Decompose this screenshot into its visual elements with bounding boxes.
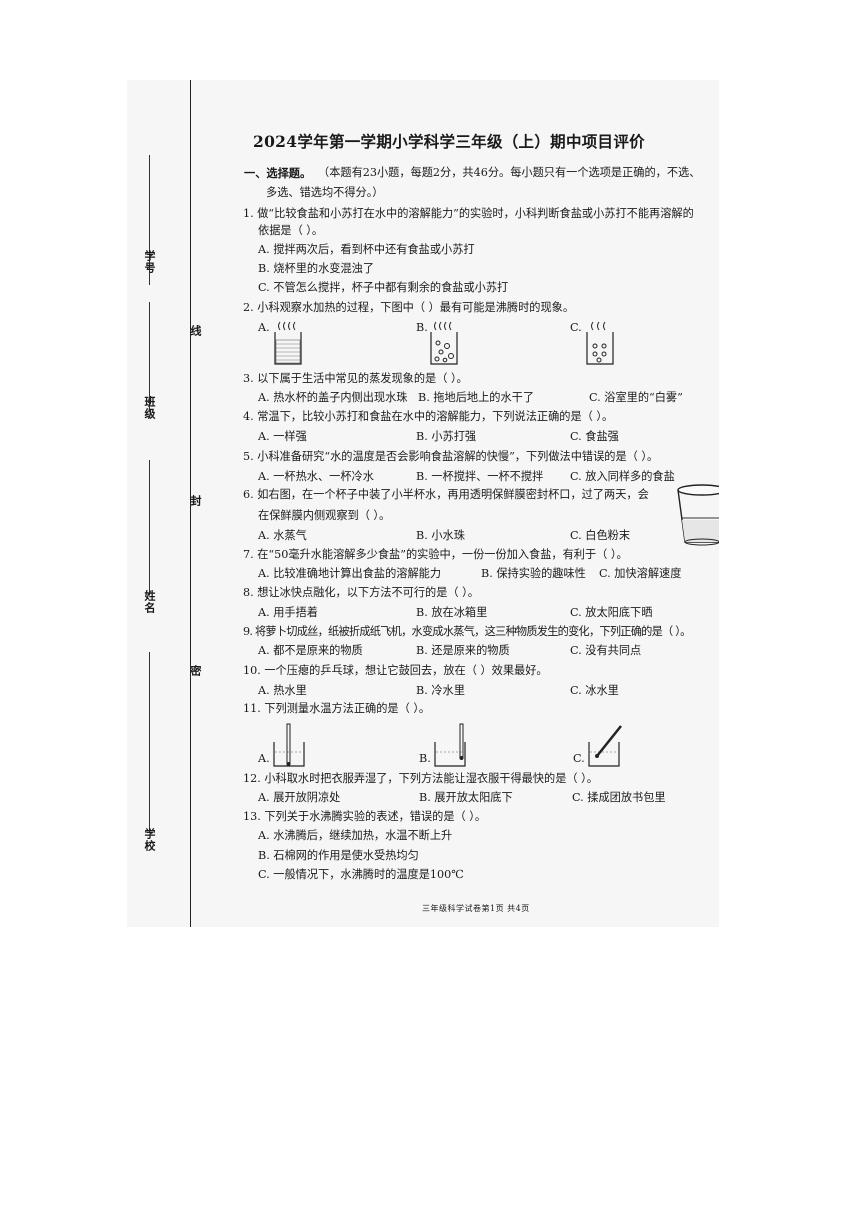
question-1-option-a: A. 搅拌两次后，看到杯中还有食盐或小苏打 [258,243,475,256]
question-8-option-c: C. 放太阳底下晒 [570,606,653,619]
question-4-stem: 4. 常温下，比较小苏打和食盐在水中的溶解能力，下列说法正确的是（ ）。 [243,410,614,423]
question-2-option-a: A. [258,321,270,334]
question-11-stem: 11. 下列测量水温方法正确的是（ ）。 [243,702,431,715]
question-5-option-c: C. 放入同样多的食盐 [570,470,675,483]
question-5-option-a: A. 一杯热水、一杯冷水 [258,470,374,483]
name-label: 姓名 [143,590,156,614]
question-9-option-c: C. 没有共同点 [570,644,642,657]
question-12-option-c: C. 揉成团放书包里 [572,791,666,804]
question-12-option-b: B. 展开放太阳底下 [419,791,513,804]
question-6-stem-cont: 在保鲜膜内侧观察到（ ）。 [258,509,391,522]
question-8-option-b: B. 放在冰箱里 [416,606,488,619]
question-13-stem: 13. 下列关于水沸腾实验的表述，错误的是（ ）。 [243,810,487,823]
question-12-stem: 12. 小科取水时把衣服弄湿了，下列方法能让湿衣服干得最快的是（ ）。 [243,772,598,785]
question-1-stem: 1. 做“比较食盐和小苏打在水中的溶解能力”的实验时，小科判断食盐或小苏打不能再… [243,207,694,220]
question-4-option-b: B. 小苏打强 [416,430,477,443]
thermometer-beaker-c-icon [588,725,622,767]
question-10-option-b: B. 冷水里 [416,684,465,697]
question-2-option-c: C. [570,321,582,334]
question-5-option-b: B. 一杯搅拌、一杯不搅拌 [416,470,544,483]
question-13-option-b: B. 石棉网的作用是使水受热均匀 [258,849,419,862]
student-id-blank [149,155,150,285]
question-3-option-b: B. 拖地后地上的水干了 [418,391,535,404]
question-7-option-c: C. 加快溶解速度 [599,567,682,580]
question-3-option-c: C. 浴室里的“白雾” [589,391,683,404]
question-6-option-b: B. 小水珠 [416,529,465,542]
question-10-stem: 10. 一个压瘪的乒乓球，想让它鼓回去，放在（ ）效果最好。 [243,664,548,677]
question-13-option-a: A. 水沸腾后，继续加热，水温不断上升 [258,829,453,842]
question-9-option-b: B. 还是原来的物质 [416,644,510,657]
question-11-option-a: A. [258,752,270,765]
question-10-option-a: A. 热水里 [258,684,307,697]
question-10-option-c: C. 冰水里 [570,684,619,697]
class-blank [149,302,150,412]
question-11-option-c: C. [573,752,585,765]
section-heading: 一、选择题。 [244,166,312,180]
question-7-option-b: B. 保持实验的趣味性 [481,567,586,580]
exam-title: 2024学年第一学期小学科学三年级（上）期中项目评价 [253,132,645,151]
question-4-option-c: C. 食盐强 [570,430,619,443]
question-5-stem: 5. 小科准备研究“水的温度是否会影响食盐溶解的快慢”，下列做法中错误的是（ ）… [243,450,659,463]
question-1-option-c: C. 不管怎么搅拌，杯子中都有剩余的食盐或小苏打 [258,281,509,294]
school-label: 学校 [143,828,156,852]
question-6-option-a: A. 水蒸气 [258,529,307,542]
student-id-label: 学号 [143,250,156,274]
question-4-option-a: A. 一样强 [258,430,307,443]
question-8-stem: 8. 想让冰快点融化，以下方法不可行的是（ ）。 [243,586,479,599]
seal-char-mi: 密 [189,665,202,676]
question-3-option-a: A. 热水杯的盖子内侧出现水珠 [258,391,408,404]
page-footer: 三年级科学试卷第1页 共4页 [422,904,530,913]
boiling-beaker-b-icon [430,321,458,365]
question-7-option-a: A. 比较准确地计算出食盐的溶解能力 [258,567,442,580]
boiling-beaker-a-icon [274,321,302,365]
sealed-cup-icon [677,484,719,546]
section-instructions-cont: 多选、错选均不得分。） [266,186,384,199]
seal-char-feng: 封 [189,495,202,506]
question-2-option-b: B. [416,321,428,334]
question-2-stem: 2. 小科观察水加热的过程，下图中（ ）最有可能是沸腾时的现象。 [243,301,575,314]
name-blank [149,460,150,595]
class-label: 班级 [143,396,156,420]
question-1-stem-cont: 依据是（ ）。 [258,224,324,237]
question-6-option-c: C. 白色粉末 [570,529,631,542]
seal-char-xian: 线 [189,325,202,336]
question-7-stem: 7. 在“50毫升水能溶解多少食盐”的实验中，一份一份加入食盐，有利于（ ）。 [243,548,628,561]
binding-line [190,80,191,927]
exam-page: 学号 班级 姓名 学校 线 封 密 2024学年第一学期小学科学三年级（上）期中… [127,80,719,927]
question-9-option-a: A. 都不是原来的物质 [258,644,363,657]
question-6-stem: 6. 如右图，在一个杯子中装了小半杯水，再用透明保鲜膜密封杯口，过了两天，会 [243,488,649,501]
question-9-stem: 9. 将萝卜切成丝，纸被折成纸飞机，水变成水蒸气，这三种物质发生的变化，下列正确… [243,625,691,638]
thermometer-beaker-a-icon [273,723,305,767]
school-blank [149,652,150,832]
thermometer-beaker-b-icon [434,723,466,767]
boiling-beaker-c-icon [586,321,614,365]
question-3-stem: 3. 以下属于生活中常见的蒸发现象的是（ ）。 [243,372,468,385]
question-8-option-a: A. 用手捂着 [258,606,318,619]
section-instructions: （本题有23小题，每题2分，共46分。每小题只有一个选项是正确的，不选、 [318,166,701,179]
question-13-option-c: C. 一般情况下，水沸腾时的温度是100℃ [258,868,464,881]
question-11-option-b: B. [419,752,431,765]
question-1-option-b: B. 烧杯里的水变混浊了 [258,262,375,275]
question-12-option-a: A. 展开放阴凉处 [258,791,341,804]
